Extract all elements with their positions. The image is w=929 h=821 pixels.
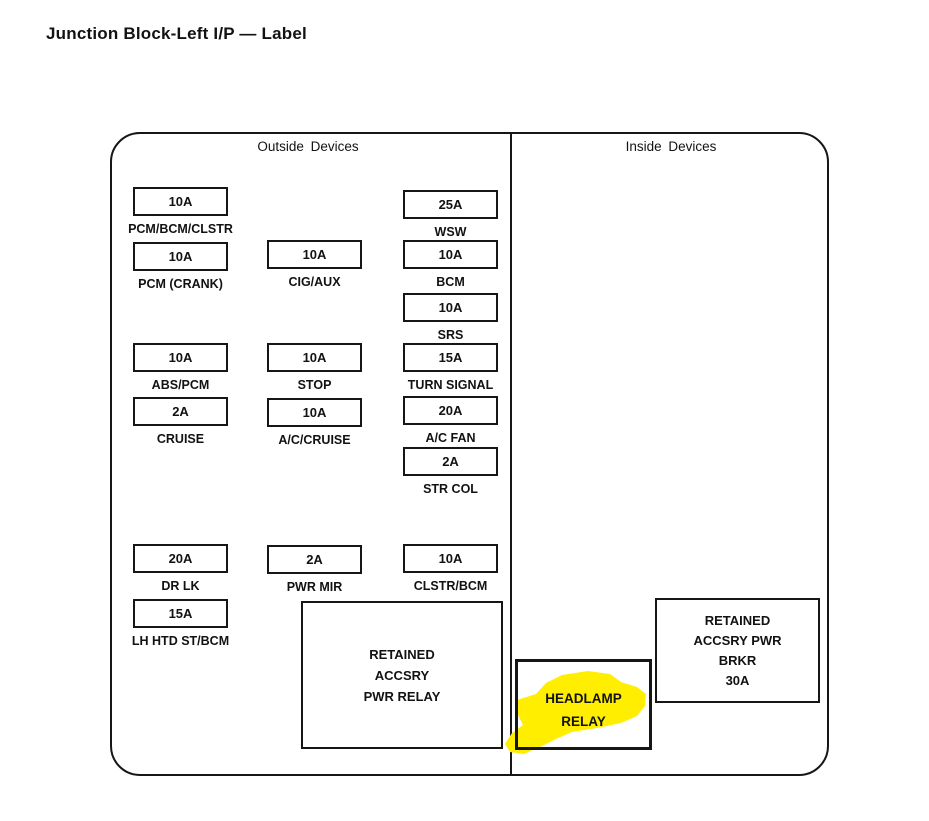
- fuse-amp-box: 2A: [133, 397, 228, 426]
- fuse-amp-value: 25A: [438, 197, 463, 212]
- relay-label-line: ACCSRY: [374, 667, 430, 683]
- fuse-amp-box: 15A: [133, 599, 228, 628]
- fuse-pcm-bcm-clstr: 10A PCM/BCM/CLSTR: [128, 187, 233, 236]
- fuse-amp-box: 10A: [403, 293, 498, 322]
- relay-label-line: PWR RELAY: [363, 688, 441, 704]
- fuse-ac-cruise: 10A A/C/CRUISE: [267, 398, 362, 447]
- fuse-label: SRS: [437, 328, 464, 342]
- fuse-amp-box: 2A: [403, 447, 498, 476]
- retained-accsry-pwr-relay-box: RETAINED ACCSRY PWR RELAY: [301, 601, 503, 749]
- fuse-amp-box: 10A: [267, 240, 362, 269]
- fuse-pcm-crank: 10A PCM (CRANK): [133, 242, 228, 291]
- fuse-amp-value: 10A: [438, 247, 463, 262]
- headlamp-relay-box: HEADLAMP RELAY: [515, 659, 652, 750]
- fuse-amp-box: 20A: [403, 396, 498, 425]
- breaker-amp-value: 30A: [725, 672, 750, 688]
- fuse-amp-value: 20A: [168, 551, 193, 566]
- fuse-srs: 10A SRS: [403, 293, 498, 342]
- fuse-label: DR LK: [161, 579, 200, 593]
- fuse-label: CIG/AUX: [288, 275, 341, 289]
- fuse-ac-fan: 20A A/C FAN: [403, 396, 498, 445]
- fuse-amp-box: 10A: [403, 544, 498, 573]
- fuse-amp-value: 2A: [306, 552, 323, 567]
- fuse-label: PCM/BCM/CLSTR: [128, 222, 233, 236]
- fuse-label: TURN SIGNAL: [407, 378, 494, 392]
- fuse-amp-box: 10A: [403, 240, 498, 269]
- headlamp-relay-label-line: RELAY: [561, 713, 606, 729]
- fuse-turn-signal: 15A TURN SIGNAL: [403, 343, 498, 392]
- fuse-amp-value: 2A: [442, 454, 459, 469]
- fuse-amp-box: 10A: [267, 343, 362, 372]
- fuse-amp-box: 20A: [133, 544, 228, 573]
- fuse-label: PCM (CRANK): [138, 277, 223, 291]
- fuse-label: A/C/CRUISE: [278, 433, 351, 447]
- retained-accsry-pwr-brkr-box: RETAINED ACCSRY PWR BRKR 30A: [655, 598, 820, 703]
- outside-devices-header: Outside Devices: [257, 139, 359, 154]
- fuse-cig-aux: 10A CIG/AUX: [267, 240, 362, 289]
- fuse-amp-value: 15A: [168, 606, 193, 621]
- breaker-label-line: BRKR: [718, 652, 757, 668]
- fuse-label: A/C FAN: [425, 431, 476, 445]
- fuse-label: STR COL: [423, 482, 478, 496]
- fuse-amp-value: 10A: [168, 350, 193, 365]
- fuse-amp-value: 10A: [438, 300, 463, 315]
- fuse-pwr-mir: 2A PWR MIR: [267, 545, 362, 594]
- fuse-amp-value: 10A: [168, 194, 193, 209]
- headlamp-relay-label-line: HEADLAMP: [545, 690, 622, 706]
- fuse-amp-value: 10A: [168, 249, 193, 264]
- fuse-amp-box: 10A: [133, 343, 228, 372]
- fuse-amp-box: 10A: [133, 187, 228, 216]
- fuse-amp-box: 10A: [267, 398, 362, 427]
- section-divider: [510, 132, 512, 776]
- fuse-amp-value: 15A: [438, 350, 463, 365]
- fuse-amp-value: 10A: [302, 247, 327, 262]
- fuse-bcm: 10A BCM: [403, 240, 498, 289]
- fuse-str-col: 2A STR COL: [403, 447, 498, 496]
- yellow-highlighter-mark: [505, 671, 646, 754]
- fuse-cruise: 2A CRUISE: [133, 397, 228, 446]
- fuse-amp-value: 2A: [172, 404, 189, 419]
- fuse-amp-box: 25A: [403, 190, 498, 219]
- fuse-amp-value: 10A: [302, 350, 327, 365]
- fuse-amp-box: 10A: [133, 242, 228, 271]
- relay-label-line: RETAINED: [369, 646, 435, 662]
- fuse-label: ABS/PCM: [151, 378, 210, 392]
- fuse-lh-htd-st-bcm: 15A LH HTD ST/BCM: [132, 599, 229, 648]
- fuse-clstr-bcm: 10A CLSTR/BCM: [403, 544, 498, 593]
- fuse-label: CLSTR/BCM: [413, 579, 488, 593]
- fuse-abs-pcm: 10A ABS/PCM: [133, 343, 228, 392]
- fuse-amp-box: 2A: [267, 545, 362, 574]
- page-title: Junction Block-Left I/P — Label: [46, 24, 307, 43]
- fuse-label: WSW: [434, 225, 467, 239]
- fuse-amp-value: 10A: [302, 405, 327, 420]
- breaker-label-line: RETAINED: [704, 612, 771, 628]
- fuse-label: PWR MIR: [286, 580, 343, 594]
- inside-devices-header: Inside Devices: [625, 139, 717, 154]
- fuse-amp-value: 10A: [438, 551, 463, 566]
- fuse-label: BCM: [436, 275, 465, 289]
- fuse-label: STOP: [297, 378, 332, 392]
- fuse-amp-value: 20A: [438, 403, 463, 418]
- fuse-stop: 10A STOP: [267, 343, 362, 392]
- fuse-wsw: 25A WSW: [403, 190, 498, 239]
- fuse-label: CRUISE: [156, 432, 205, 446]
- fuse-label: LH HTD ST/BCM: [131, 634, 230, 648]
- highlighter-shape: [505, 671, 646, 754]
- fuse-amp-box: 15A: [403, 343, 498, 372]
- fuse-dr-lk: 20A DR LK: [133, 544, 228, 593]
- breaker-label-line: ACCSRY PWR: [693, 632, 782, 648]
